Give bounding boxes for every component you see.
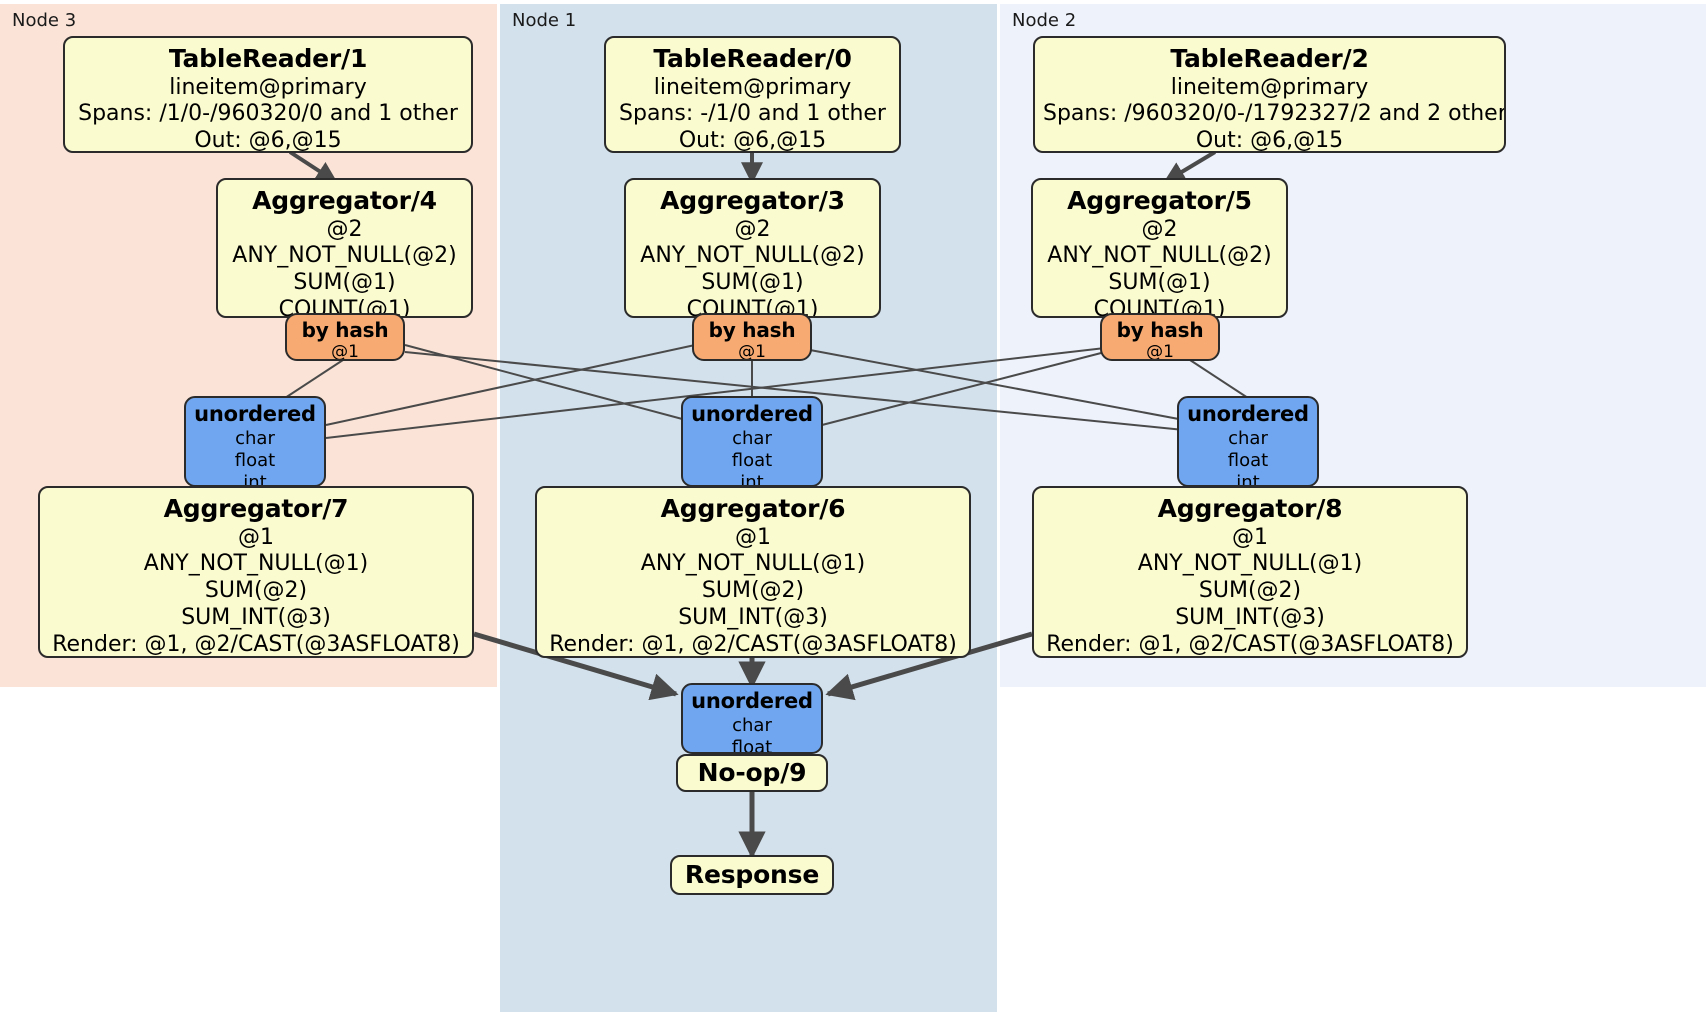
table-reader-2-box[interactable]: TableReader/2 lineitem@primary Spans: /9… <box>1033 36 1506 153</box>
table-reader-2-spans: Spans: /960320/0-/1792327/2 and 2 others <box>1043 101 1506 127</box>
aggregator-7-render: Render: @1, @2/CAST(@3ASFLOAT8) <box>52 631 460 657</box>
synchronizer-left[interactable]: unordered char float int <box>184 396 326 487</box>
table-reader-0-out: Out: @6,@15 <box>678 128 827 153</box>
aggregator-7-agg-0: ANY_NOT_NULL(@1) <box>143 551 369 577</box>
synchronizer-right-type-0: char <box>1228 427 1268 449</box>
table-reader-2-title: TableReader/2 <box>1170 44 1369 73</box>
table-reader-0-table: lineitem@primary <box>653 74 852 100</box>
aggregator-5-group: @2 <box>1141 216 1178 242</box>
aggregator-3-agg-0: ANY_NOT_NULL(@2) <box>640 243 865 269</box>
aggregator-4-agg-2: COUNT(@1) <box>278 296 411 318</box>
synchronizer-center-title: unordered <box>691 402 813 426</box>
panel-node-1-label: Node 1 <box>512 10 577 31</box>
aggregator-6-render: Render: @1, @2/CAST(@3ASFLOAT8) <box>549 631 957 657</box>
aggregator-8-render: Render: @1, @2/CAST(@3ASFLOAT8) <box>1046 631 1454 657</box>
synchronizer-left-type-2: int <box>243 471 267 487</box>
aggregator-5-box[interactable]: Aggregator/5 @2 ANY_NOT_NULL(@2) SUM(@1)… <box>1031 178 1288 318</box>
aggregator-4-title: Aggregator/4 <box>252 186 437 215</box>
table-reader-2-table: lineitem@primary <box>1170 74 1369 100</box>
noop-9-title: No-op/9 <box>697 758 807 787</box>
synchronizer-right-type-2: int <box>1236 471 1260 487</box>
synchronizer-final-type-0: char <box>732 714 772 736</box>
hash-router-left[interactable]: by hash @1 <box>285 313 405 361</box>
aggregator-7-agg-2: SUM_INT(@3) <box>181 604 331 630</box>
aggregator-8-agg-0: ANY_NOT_NULL(@1) <box>1137 551 1363 577</box>
hash-router-center-column: @1 <box>738 342 766 361</box>
table-reader-2-out: Out: @6,@15 <box>1195 128 1344 153</box>
aggregator-3-agg-2: COUNT(@1) <box>686 296 819 318</box>
aggregator-5-title: Aggregator/5 <box>1067 186 1252 215</box>
aggregator-4-box[interactable]: Aggregator/4 @2 ANY_NOT_NULL(@2) SUM(@1)… <box>216 178 473 318</box>
synchronizer-final-title: unordered <box>691 689 813 713</box>
hash-router-left-title: by hash <box>301 318 389 342</box>
synchronizer-center[interactable]: unordered char float int <box>681 396 823 487</box>
aggregator-3-box[interactable]: Aggregator/3 @2 ANY_NOT_NULL(@2) SUM(@1)… <box>624 178 881 318</box>
hash-router-left-column: @1 <box>331 342 359 361</box>
aggregator-7-box[interactable]: Aggregator/7 @1 ANY_NOT_NULL(@1) SUM(@2)… <box>38 486 474 658</box>
panel-node-3-label: Node 3 <box>12 10 77 31</box>
synchronizer-left-type-0: char <box>235 427 275 449</box>
aggregator-7-group: @1 <box>238 524 274 550</box>
table-reader-1-spans: Spans: /1/0-/960320/0 and 1 other <box>78 101 458 127</box>
aggregator-8-group: @1 <box>1232 524 1268 550</box>
aggregator-4-agg-1: SUM(@1) <box>293 270 396 296</box>
hash-router-center-title: by hash <box>708 318 796 342</box>
synchronizer-final[interactable]: unordered char float <box>681 683 823 754</box>
noop-9-box[interactable]: No-op/9 <box>676 754 828 792</box>
synchronizer-center-type-0: char <box>732 427 772 449</box>
aggregator-7-title: Aggregator/7 <box>163 494 349 523</box>
aggregator-4-agg-0: ANY_NOT_NULL(@2) <box>232 243 457 269</box>
aggregator-6-group: @1 <box>735 524 771 550</box>
aggregator-6-agg-1: SUM(@2) <box>701 578 805 604</box>
aggregator-8-box[interactable]: Aggregator/8 @1 ANY_NOT_NULL(@1) SUM(@2)… <box>1032 486 1468 658</box>
response-title: Response <box>684 860 820 889</box>
hash-router-center[interactable]: by hash @1 <box>692 313 812 361</box>
aggregator-5-agg-2: COUNT(@1) <box>1093 296 1226 318</box>
synchronizer-center-type-2: int <box>740 471 764 487</box>
synchronizer-center-type-1: float <box>731 449 773 471</box>
panel-node-2-label: Node 2 <box>1012 10 1077 31</box>
aggregator-3-title: Aggregator/3 <box>660 186 845 215</box>
synchronizer-right[interactable]: unordered char float int <box>1177 396 1319 487</box>
aggregator-4-group: @2 <box>326 216 363 242</box>
response-box[interactable]: Response <box>670 855 834 895</box>
aggregator-5-agg-1: SUM(@1) <box>1108 270 1211 296</box>
aggregator-6-title: Aggregator/6 <box>660 494 846 523</box>
table-reader-0-spans: Spans: -/1/0 and 1 other <box>619 101 886 127</box>
table-reader-1-out: Out: @6,@15 <box>194 128 342 153</box>
aggregator-5-agg-0: ANY_NOT_NULL(@2) <box>1047 243 1272 269</box>
synchronizer-left-type-1: float <box>234 449 276 471</box>
aggregator-3-group: @2 <box>734 216 771 242</box>
hash-router-right-title: by hash <box>1116 318 1204 342</box>
aggregator-3-agg-1: SUM(@1) <box>701 270 804 296</box>
synchronizer-right-title: unordered <box>1187 402 1309 426</box>
hash-router-right-column: @1 <box>1146 342 1174 361</box>
aggregator-6-agg-2: SUM_INT(@3) <box>678 604 828 630</box>
table-reader-1-box[interactable]: TableReader/1 lineitem@primary Spans: /1… <box>63 36 473 153</box>
table-reader-1-table: lineitem@primary <box>169 74 367 100</box>
aggregator-7-agg-1: SUM(@2) <box>204 578 308 604</box>
table-reader-0-title: TableReader/0 <box>653 44 852 73</box>
synchronizer-right-type-1: float <box>1227 449 1269 471</box>
aggregator-8-title: Aggregator/8 <box>1157 494 1343 523</box>
hash-router-right[interactable]: by hash @1 <box>1100 313 1220 361</box>
aggregator-6-box[interactable]: Aggregator/6 @1 ANY_NOT_NULL(@1) SUM(@2)… <box>535 486 971 658</box>
table-reader-0-box[interactable]: TableReader/0 lineitem@primary Spans: -/… <box>604 36 901 153</box>
aggregator-8-agg-1: SUM(@2) <box>1198 578 1302 604</box>
table-reader-1-title: TableReader/1 <box>168 44 368 73</box>
aggregator-6-agg-0: ANY_NOT_NULL(@1) <box>640 551 866 577</box>
synchronizer-left-title: unordered <box>194 402 316 426</box>
synchronizer-final-type-1: float <box>731 736 773 754</box>
aggregator-8-agg-2: SUM_INT(@3) <box>1175 604 1325 630</box>
